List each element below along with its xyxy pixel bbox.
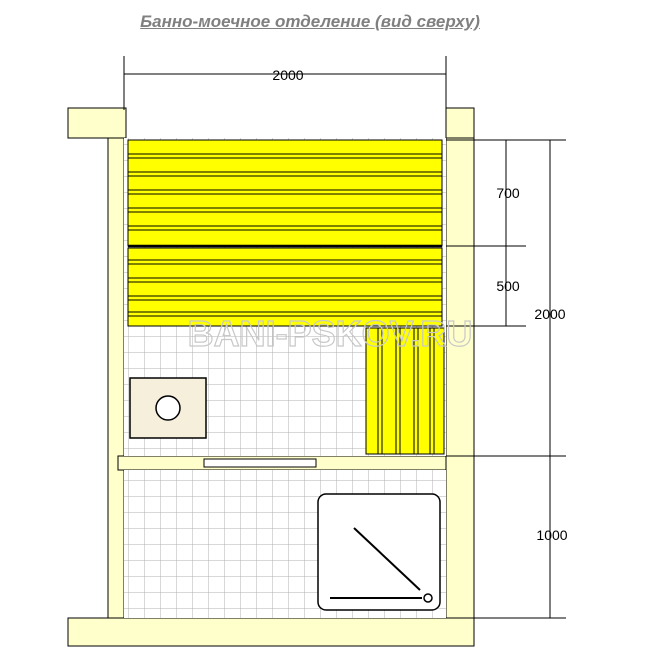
dimension-lines — [123, 56, 566, 619]
dim-bench-top: 700 — [496, 185, 520, 201]
wall-left — [107, 137, 125, 619]
bench-step — [365, 327, 445, 455]
stove — [129, 377, 207, 439]
drain — [423, 593, 433, 603]
wall-right — [445, 137, 475, 619]
diagram-title: Банно-моечное отделение (вид сверху) — [140, 12, 480, 31]
dim-bench-bottom: 500 — [496, 278, 520, 294]
partition-door — [203, 458, 317, 468]
shower-tray — [317, 493, 441, 611]
dim-steam-room-total: 2000 — [534, 306, 565, 322]
bench-upper — [127, 139, 443, 248]
stove-opening — [155, 395, 181, 421]
dim-width-top: 2000 — [272, 67, 303, 83]
wall-top-left — [67, 107, 127, 139]
wall-bottom — [67, 617, 475, 647]
watermark: BANI-PSKOV.RU — [188, 313, 473, 354]
bench-lower — [127, 247, 443, 327]
dim-wash-room: 1000 — [536, 527, 567, 543]
wall-top-right — [445, 107, 475, 139]
